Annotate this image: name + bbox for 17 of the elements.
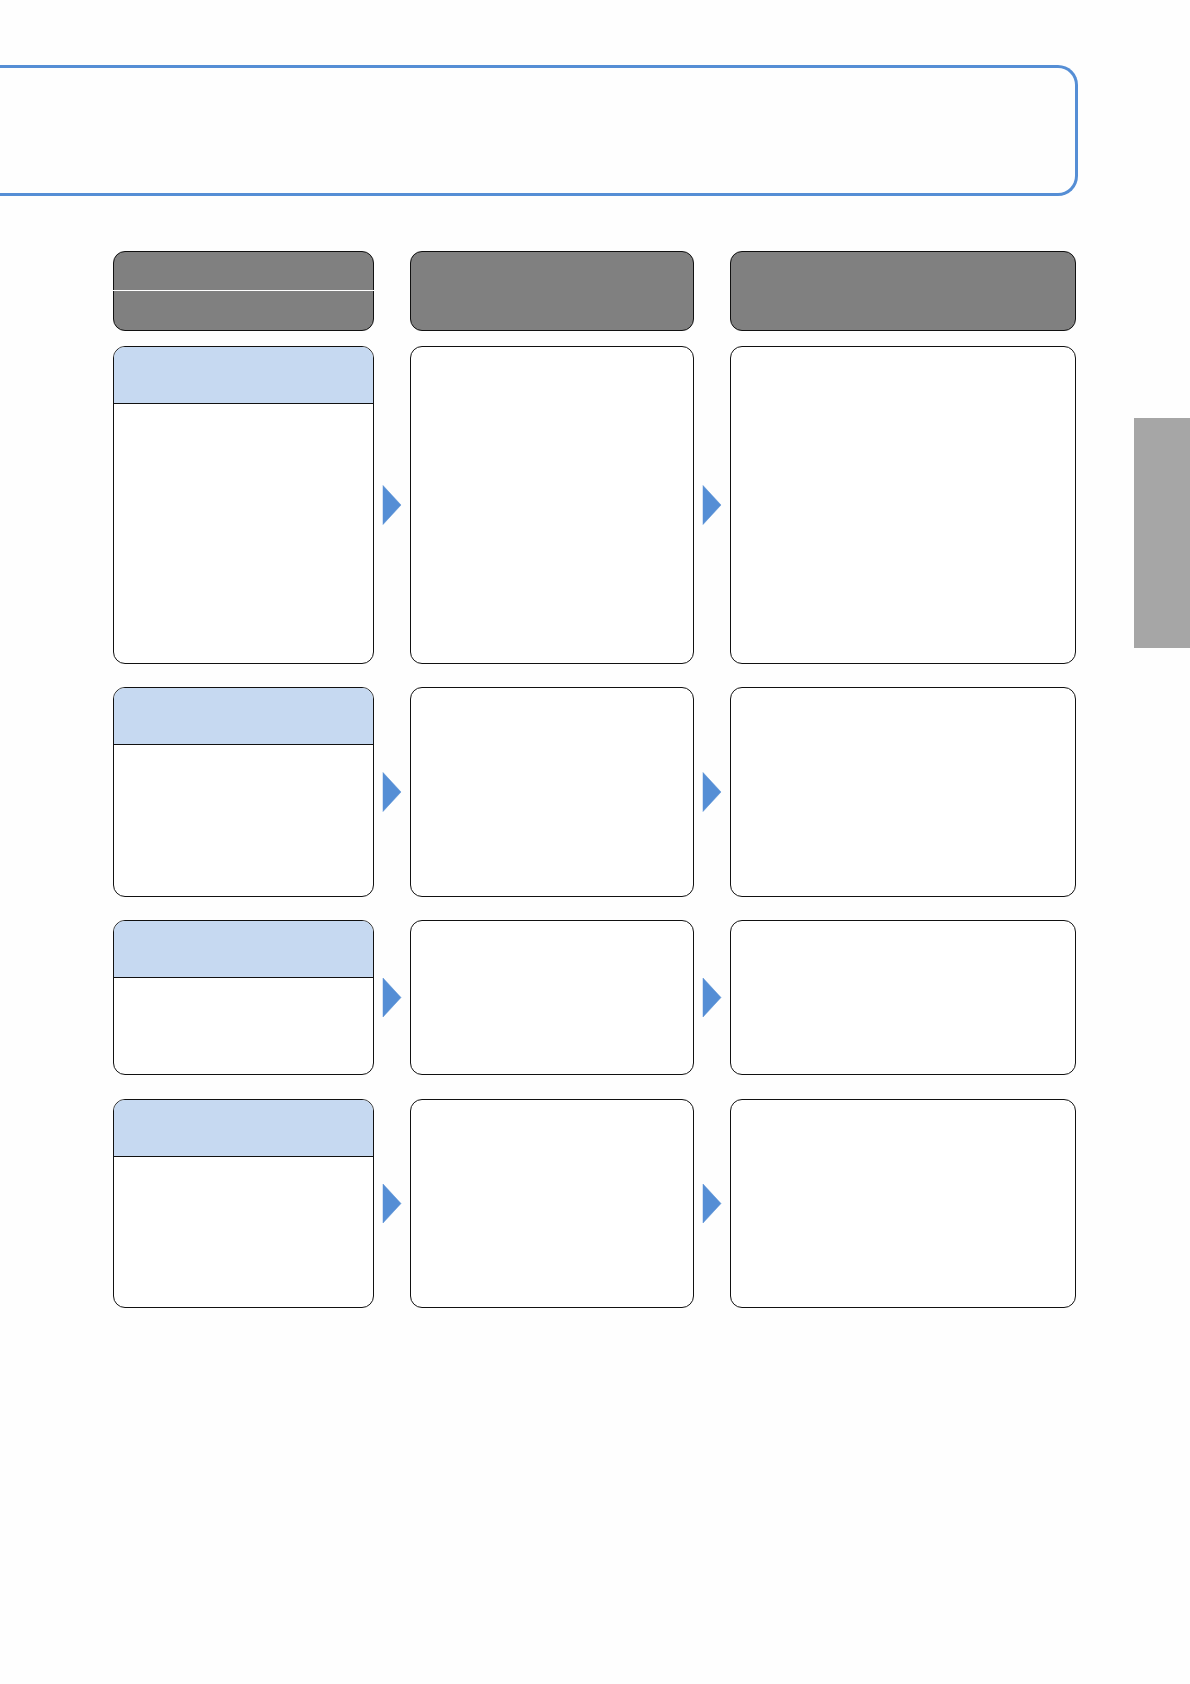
column-header: [730, 251, 1076, 331]
card: [730, 920, 1076, 1075]
card: [113, 920, 374, 1075]
card: [113, 346, 374, 664]
card: [730, 1099, 1076, 1308]
card: [410, 920, 694, 1075]
card: [410, 1099, 694, 1308]
card: [113, 687, 374, 897]
card: [730, 687, 1076, 897]
card: [410, 687, 694, 897]
card: [730, 346, 1076, 664]
title-banner: [0, 65, 1078, 196]
column-header: [113, 251, 374, 331]
card: [410, 346, 694, 664]
column-header: [410, 251, 694, 331]
card: [113, 1099, 374, 1308]
side-tab: [1134, 418, 1190, 648]
